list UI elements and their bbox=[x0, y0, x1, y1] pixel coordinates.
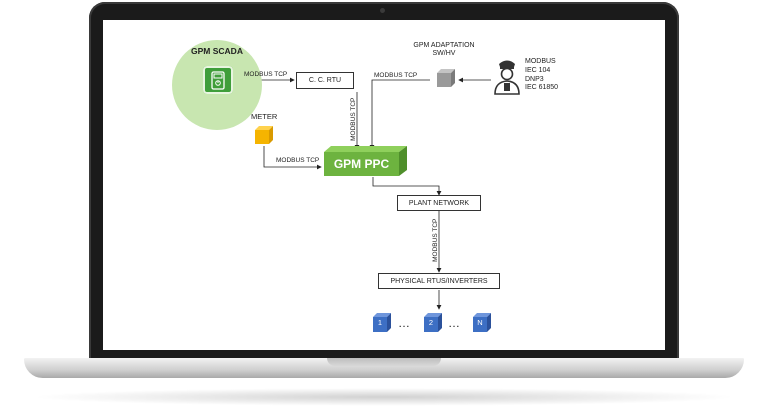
unit-label: 1 bbox=[377, 318, 383, 327]
ppc-label: GPM PPC bbox=[333, 157, 390, 171]
ppc-block bbox=[324, 146, 407, 176]
laptop-base-notch bbox=[327, 358, 441, 366]
adaptation-title-line2: SW/HV bbox=[432, 50, 456, 58]
plant-network-box: PLANT NETWORK bbox=[397, 195, 481, 211]
protocol-list: MODBUS IEC 104 DNP3 IEC 61850 bbox=[525, 58, 558, 93]
link-adapter-ppc bbox=[369, 79, 430, 150]
meter-cube-icon bbox=[255, 126, 273, 144]
adaptation-title-line1: GPM ADAPTATION bbox=[413, 42, 475, 49]
link-label-rtu-ppc: MODBUS TCP bbox=[349, 97, 357, 141]
link-ppc-network bbox=[372, 177, 442, 196]
link-label-network-rtus: MODBUS TCP bbox=[431, 218, 439, 262]
link-label-meter-ppc: MODBUS TCP bbox=[276, 157, 320, 164]
operator-icon bbox=[494, 60, 520, 95]
connector-lines bbox=[234, 77, 491, 310]
laptop-screen: GPM SCADA MODBUS TCP C. C. RTU MODBUS TC… bbox=[103, 20, 665, 350]
protocol-item: IEC 61850 bbox=[525, 84, 559, 92]
scada-device-icon bbox=[203, 66, 233, 94]
laptop-base bbox=[24, 358, 744, 378]
protocol-item: MODBUS bbox=[525, 58, 556, 65]
unit-ellipsis: … bbox=[448, 316, 461, 330]
laptop-camera bbox=[380, 8, 385, 13]
unit-block: 1 bbox=[372, 312, 392, 334]
meter-label: METER bbox=[251, 112, 278, 121]
physical-rtus-box: PHYSICAL RTUS/INVERTERS bbox=[378, 273, 500, 289]
link-label-adapter: MODBUS TCP bbox=[374, 72, 418, 79]
unit-ellipsis: … bbox=[398, 316, 411, 330]
unit-label: N bbox=[477, 318, 483, 327]
link-label-scada-rtu: MODBUS TCP bbox=[244, 71, 288, 78]
adaptation-title: GPM ADAPTATION SW/HV bbox=[399, 42, 489, 58]
link-meter-ppc bbox=[263, 146, 322, 170]
unit-label: 2 bbox=[428, 318, 434, 327]
scada-title: GPM SCADA bbox=[191, 46, 243, 56]
cc-rtu-box: C. C. RTU bbox=[296, 72, 354, 89]
protocol-item: DNP3 bbox=[525, 75, 544, 83]
laptop-shadow bbox=[30, 388, 738, 406]
adapter-cube-icon bbox=[437, 69, 455, 87]
unit-block: N bbox=[472, 312, 492, 334]
protocol-item: IEC 104 bbox=[525, 66, 551, 74]
unit-block: 2 bbox=[423, 312, 443, 334]
